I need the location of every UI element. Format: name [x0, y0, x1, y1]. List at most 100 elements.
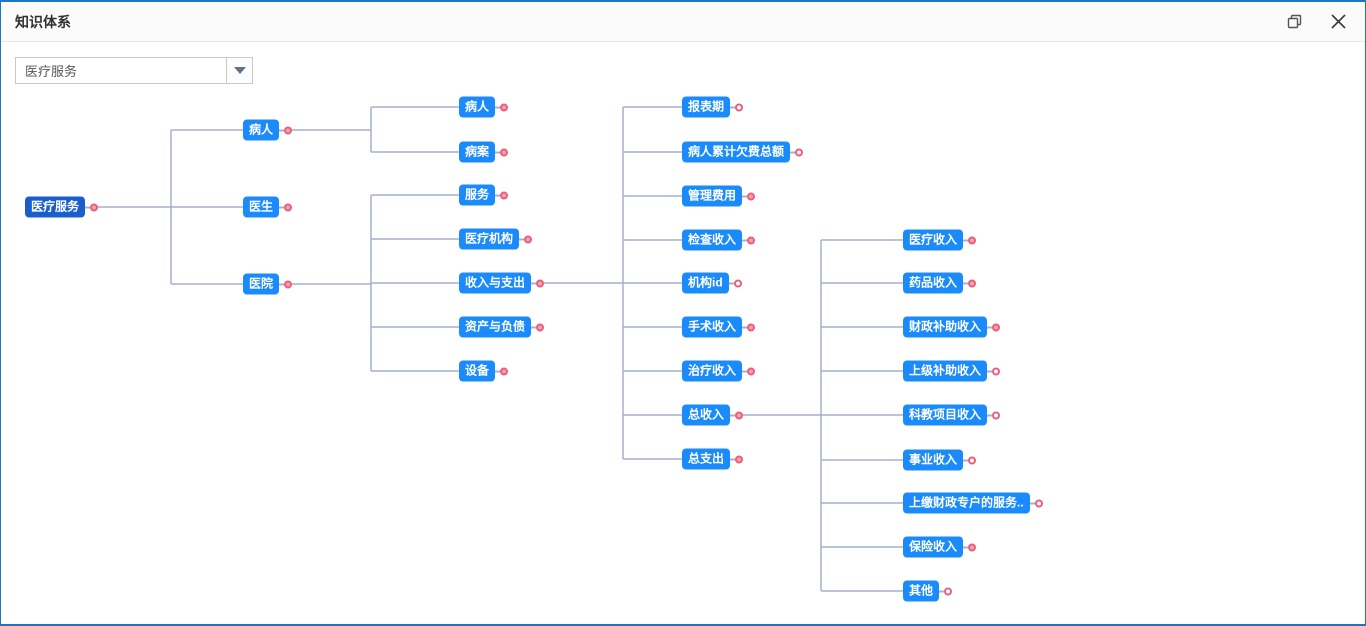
tree-node-label: 科教项目收入: [903, 404, 988, 426]
tree-node-label: 药品收入: [903, 272, 964, 294]
tree-node[interactable]: 病案: [459, 141, 509, 163]
tree-node-label: 其他: [903, 580, 940, 602]
node-marker-circle[interactable]: [735, 411, 744, 419]
node-connector-stub: [495, 370, 501, 372]
node-marker-circle[interactable]: [968, 236, 977, 244]
node-marker-circle[interactable]: [992, 411, 1001, 419]
node-marker-circle[interactable]: [795, 148, 804, 156]
node-marker-circle[interactable]: [90, 203, 99, 211]
close-icon: [1331, 14, 1346, 29]
node-marker-circle[interactable]: [968, 543, 977, 551]
tree-node[interactable]: 机构id: [682, 272, 742, 294]
knowledge-selector-dropdown[interactable]: 医疗服务: [15, 57, 253, 84]
node-marker-circle[interactable]: [992, 367, 1001, 375]
node-connector-stub: [987, 414, 993, 416]
tree-node[interactable]: 医生: [243, 196, 293, 218]
node-marker-circle[interactable]: [747, 323, 756, 331]
tree-node[interactable]: 手术收入: [682, 316, 756, 338]
node-marker-circle[interactable]: [284, 203, 293, 211]
node-connector-stub: [963, 239, 969, 241]
tree-node-label: 事业收入: [903, 449, 964, 471]
tree-node-label: 上级补助收入: [903, 360, 988, 382]
tree-node-label: 报表期: [682, 96, 731, 118]
node-connector-stub: [1029, 502, 1035, 504]
node-marker-circle[interactable]: [500, 103, 509, 111]
tree-node[interactable]: 事业收入: [903, 449, 977, 471]
tree-node[interactable]: 上级补助收入: [903, 360, 1001, 382]
tree-node[interactable]: 医疗收入: [903, 229, 977, 251]
node-marker-circle[interactable]: [500, 367, 509, 375]
tree-node-root[interactable]: 医疗服务: [25, 196, 99, 218]
tree-node[interactable]: 治疗收入: [682, 360, 756, 382]
node-connector-stub: [531, 282, 537, 284]
tree-node[interactable]: 收入与支出: [459, 272, 545, 294]
node-marker-circle[interactable]: [747, 236, 756, 244]
node-marker-circle[interactable]: [524, 235, 533, 243]
tree-node-label: 医疗收入: [903, 229, 964, 251]
node-marker-circle[interactable]: [992, 323, 1001, 331]
tree-node[interactable]: 医疗机构: [459, 228, 533, 250]
titlebar-actions: [1285, 11, 1349, 32]
node-connector-stub: [730, 414, 736, 416]
tree-node[interactable]: 检查收入: [682, 229, 756, 251]
tree-node-label: 病案: [459, 141, 496, 163]
tree-node-label: 手术收入: [682, 316, 743, 338]
close-button[interactable]: [1328, 11, 1349, 32]
tree-node[interactable]: 财政补助收入: [903, 316, 1001, 338]
window-title: 知识体系: [15, 13, 71, 30]
node-marker-circle[interactable]: [944, 587, 953, 595]
tree-node-label: 服务: [459, 184, 496, 206]
node-marker-circle[interactable]: [1034, 499, 1043, 507]
tree-node[interactable]: 管理费用: [682, 185, 756, 207]
node-connector-stub: [790, 151, 796, 153]
tree-node[interactable]: 其他: [903, 580, 953, 602]
tree-node-label: 医院: [243, 273, 280, 295]
node-marker-circle[interactable]: [747, 192, 756, 200]
tree-node[interactable]: 设备: [459, 360, 509, 382]
node-connector-stub: [987, 370, 993, 372]
tree-node-label: 病人累计欠费总额: [682, 141, 791, 163]
tree-node[interactable]: 病人: [459, 96, 509, 118]
node-marker-circle[interactable]: [968, 279, 977, 287]
tree-node-label: 医疗机构: [459, 228, 520, 250]
node-connector-stub: [730, 458, 736, 460]
node-marker-circle[interactable]: [500, 148, 509, 156]
tree-node-label: 医生: [243, 196, 280, 218]
node-marker-circle[interactable]: [735, 455, 744, 463]
node-marker-circle[interactable]: [536, 323, 545, 331]
node-marker-circle[interactable]: [284, 280, 293, 288]
tree-node[interactable]: 总支出: [682, 448, 744, 470]
tree-node[interactable]: 病人累计欠费总额: [682, 141, 804, 163]
dropdown-arrow-button[interactable]: [226, 58, 252, 83]
node-marker-circle[interactable]: [284, 126, 293, 134]
tree-node-label: 总支出: [682, 448, 731, 470]
tree-node[interactable]: 总收入: [682, 404, 744, 426]
node-marker-circle[interactable]: [500, 191, 509, 199]
tree-node-label: 收入与支出: [459, 272, 532, 294]
tree-node[interactable]: 服务: [459, 184, 509, 206]
restore-window-button[interactable]: [1285, 12, 1304, 31]
node-marker-circle[interactable]: [536, 279, 545, 287]
tree-node-label: 机构id: [682, 272, 729, 294]
tree-node[interactable]: 医院: [243, 273, 293, 295]
tree-node[interactable]: 上缴财政专户的服务..: [903, 492, 1043, 514]
tree-node[interactable]: 报表期: [682, 96, 744, 118]
tree-node-label: 资产与负债: [459, 316, 532, 338]
node-connector-stub: [987, 326, 993, 328]
tree-node-label: 财政补助收入: [903, 316, 988, 338]
node-marker-circle[interactable]: [735, 103, 744, 111]
node-connector-stub: [279, 206, 285, 208]
node-marker-circle[interactable]: [747, 367, 756, 375]
tree-node-label: 上缴财政专户的服务..: [903, 492, 1030, 514]
tree-node[interactable]: 病人: [243, 119, 293, 141]
tree-node[interactable]: 药品收入: [903, 272, 977, 294]
tree-node[interactable]: 保险收入: [903, 536, 977, 558]
node-marker-circle[interactable]: [733, 279, 742, 287]
node-connector-stub: [495, 194, 501, 196]
tree-node[interactable]: 科教项目收入: [903, 404, 1001, 426]
tree-node[interactable]: 资产与负债: [459, 316, 545, 338]
node-marker-circle[interactable]: [968, 456, 977, 464]
node-connector-stub: [495, 151, 501, 153]
tree-node-label: 保险收入: [903, 536, 964, 558]
